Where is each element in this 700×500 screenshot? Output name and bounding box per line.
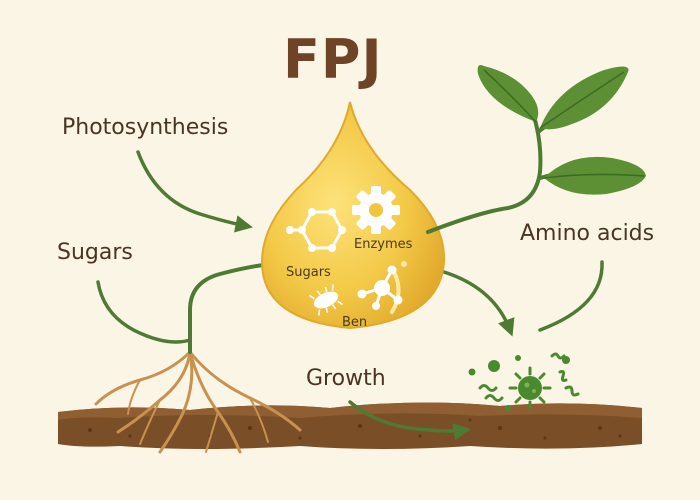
fpj-drop [260, 101, 446, 330]
label-amino-acids: Amino acids [520, 221, 655, 246]
molecule-icon [357, 265, 403, 310]
hexagon-molecule-icon [286, 208, 346, 252]
label-photosynthesis: Photosynthesis [62, 115, 229, 140]
arrow-photosynthesis [136, 150, 253, 233]
drop-label-ben: Ben [342, 315, 368, 330]
label-growth: Growth [306, 366, 386, 391]
arrow-sugars [96, 280, 192, 344]
bacterium-icon [309, 284, 343, 316]
drop-label-enzymes: Enzymes [354, 237, 413, 252]
label-sugars: Sugars [57, 240, 133, 265]
arrow-amino-acids [538, 260, 604, 332]
leaf-icon [477, 65, 646, 195]
arrow-to-microbes [442, 270, 515, 337]
root-icon [94, 350, 302, 454]
drop-label-sugars: Sugars [286, 265, 331, 280]
plant-stem [188, 262, 274, 354]
soil [58, 402, 642, 449]
arrow-growth [348, 400, 471, 441]
page-title: FPJ [283, 28, 383, 91]
microbe-icon [468, 352, 580, 411]
gear-icon [352, 186, 400, 234]
arrows [96, 150, 604, 441]
